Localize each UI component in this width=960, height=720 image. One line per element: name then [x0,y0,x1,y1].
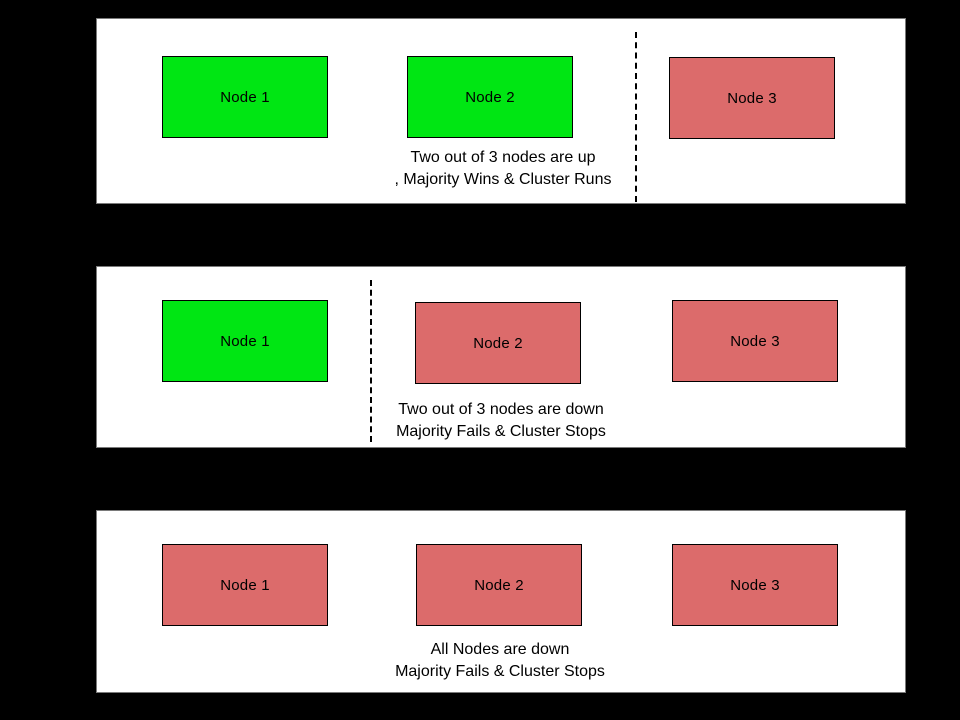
node-box-3: Node 3 [669,57,835,139]
caption-line-2: Majority Fails & Cluster Stops [395,663,605,680]
node-label: Node 3 [727,89,777,107]
node-box-2: Node 2 [415,302,581,384]
node-box-1: Node 1 [162,56,328,138]
quorum-divider-line [370,280,372,442]
caption-line-1: All Nodes are down [430,641,570,658]
caption-line-1: Two out of 3 nodes are up [410,149,596,166]
quorum-divider-line [635,32,637,202]
node-box-3: Node 3 [672,544,838,626]
scenario-caption: Two out of 3 nodes are up , Majority Win… [395,147,612,191]
node-label: Node 2 [474,576,524,594]
node-label: Node 1 [220,332,270,350]
node-label: Node 2 [465,88,515,106]
node-label: Node 1 [220,88,270,106]
node-label: Node 2 [473,334,523,352]
caption-line-2: Majority Fails & Cluster Stops [396,423,606,440]
node-box-2: Node 2 [407,56,573,138]
node-box-3: Node 3 [672,300,838,382]
scenario-caption: Two out of 3 nodes are down Majority Fai… [396,399,606,443]
node-box-2: Node 2 [416,544,582,626]
caption-line-2: , Majority Wins & Cluster Runs [394,171,612,188]
node-box-1: Node 1 [162,544,328,626]
node-label: Node 3 [730,576,780,594]
node-label: Node 1 [220,576,270,594]
scenario-panel-majority-down: Node 1 Node 2 Node 3 Two out of 3 nodes … [96,266,906,448]
caption-line-1: Two out of 3 nodes are down [398,401,604,418]
node-label: Node 3 [730,332,780,350]
node-box-1: Node 1 [162,300,328,382]
scenario-caption: All Nodes are down Majority Fails & Clus… [395,639,605,683]
scenario-panel-majority-up: Node 1 Node 2 Node 3 Two out of 3 nodes … [96,18,906,204]
scenario-panel-all-down: Node 1 Node 2 Node 3 All Nodes are down … [96,510,906,693]
